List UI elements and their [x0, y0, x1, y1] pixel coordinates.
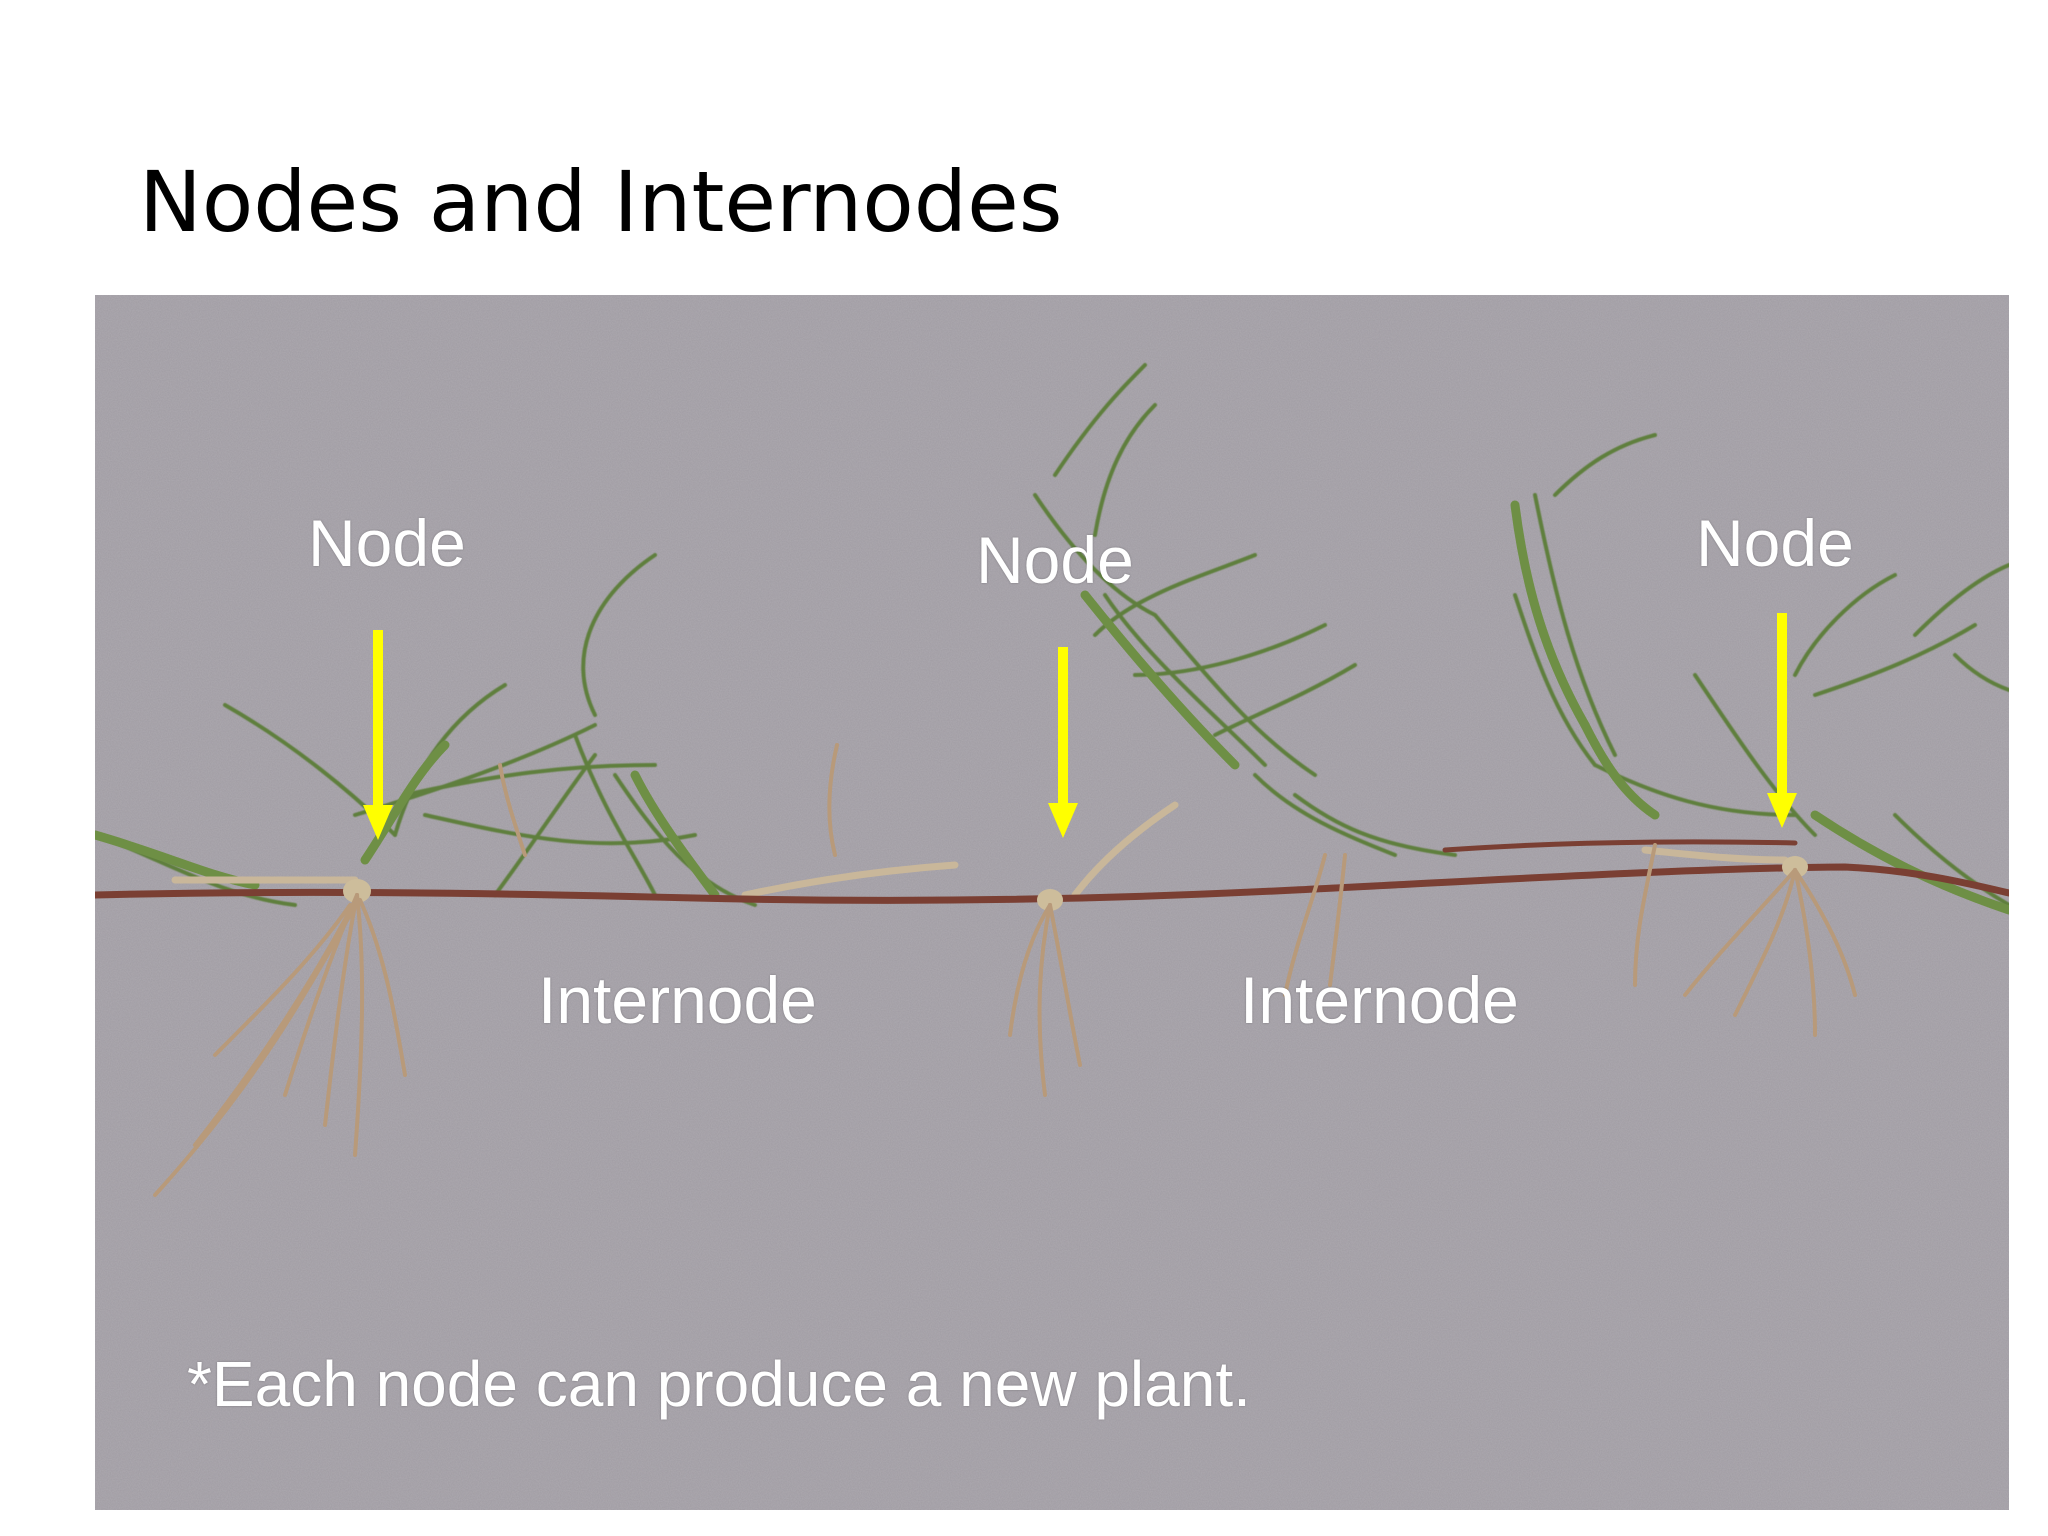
node-joints	[343, 856, 1808, 911]
secondary-stem	[1442, 839, 1798, 853]
node-label-3: Node	[1696, 506, 1854, 580]
node-arrow-1	[363, 630, 393, 840]
plant-stolon-photo: Node Node Node Internode Internode *Each…	[95, 295, 2009, 1510]
leaf-sheaths	[95, 500, 2009, 915]
node-label-1: Node	[308, 506, 466, 580]
node-arrow-3	[1767, 613, 1797, 828]
internode-label-2: Internode	[1240, 963, 1519, 1037]
dry-blades	[171, 801, 1789, 899]
node-arrow-2	[1048, 647, 1078, 838]
roots	[153, 743, 1857, 1197]
propagation-note: *Each node can produce a new plant.	[187, 1348, 1251, 1420]
plant-illustration	[95, 295, 2009, 1510]
internode-label-1: Internode	[538, 963, 817, 1037]
node-label-2: Node	[976, 523, 1134, 597]
slide-title: Nodes and Internodes	[139, 153, 1063, 251]
stolon-stem	[95, 863, 2009, 904]
